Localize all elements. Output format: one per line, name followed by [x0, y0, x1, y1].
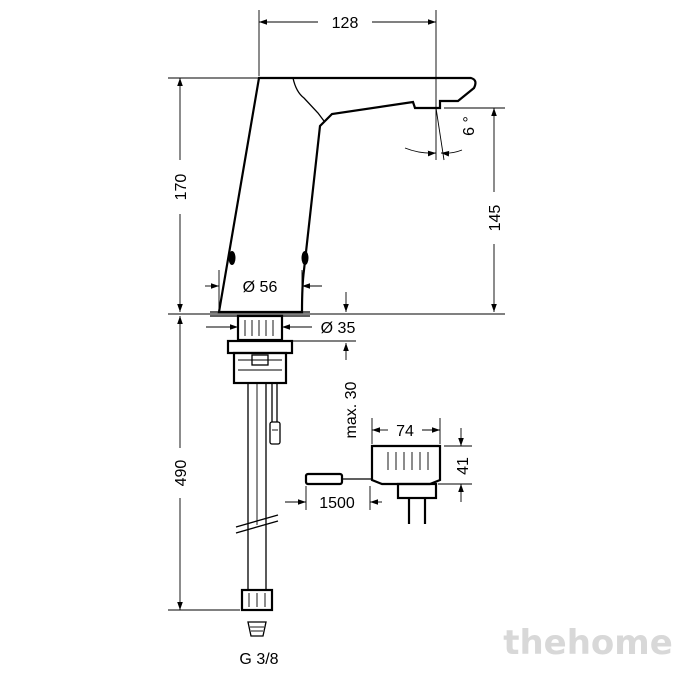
dim-spout-reach: 128 — [332, 15, 359, 32]
dim-hose-length: 490 — [173, 460, 190, 487]
dim-shank-diameter: Ø 35 — [321, 320, 356, 337]
dim-angle: 6 ° — [461, 116, 478, 136]
dim-max-thickness: max. 30 — [343, 381, 360, 438]
power-adapter — [304, 444, 442, 524]
dim-thread: G 3/8 — [239, 651, 278, 668]
dim-outlet-height: 145 — [487, 205, 504, 232]
dimension-lines — [168, 10, 505, 611]
watermark: thehome — [503, 623, 673, 663]
dim-total-height: 170 — [173, 174, 190, 201]
dim-adapter-height: 41 — [455, 457, 472, 475]
supply-hose — [235, 383, 279, 637]
dim-base-diameter: Ø 56 — [243, 279, 278, 296]
dim-adapter-width: 74 — [396, 423, 414, 440]
sensor-window-left — [228, 251, 236, 265]
mounting-shank — [226, 314, 294, 385]
sensor-window-right — [301, 251, 309, 265]
dim-cable-length: 1500 — [319, 495, 355, 512]
sensor-cable — [269, 383, 281, 445]
